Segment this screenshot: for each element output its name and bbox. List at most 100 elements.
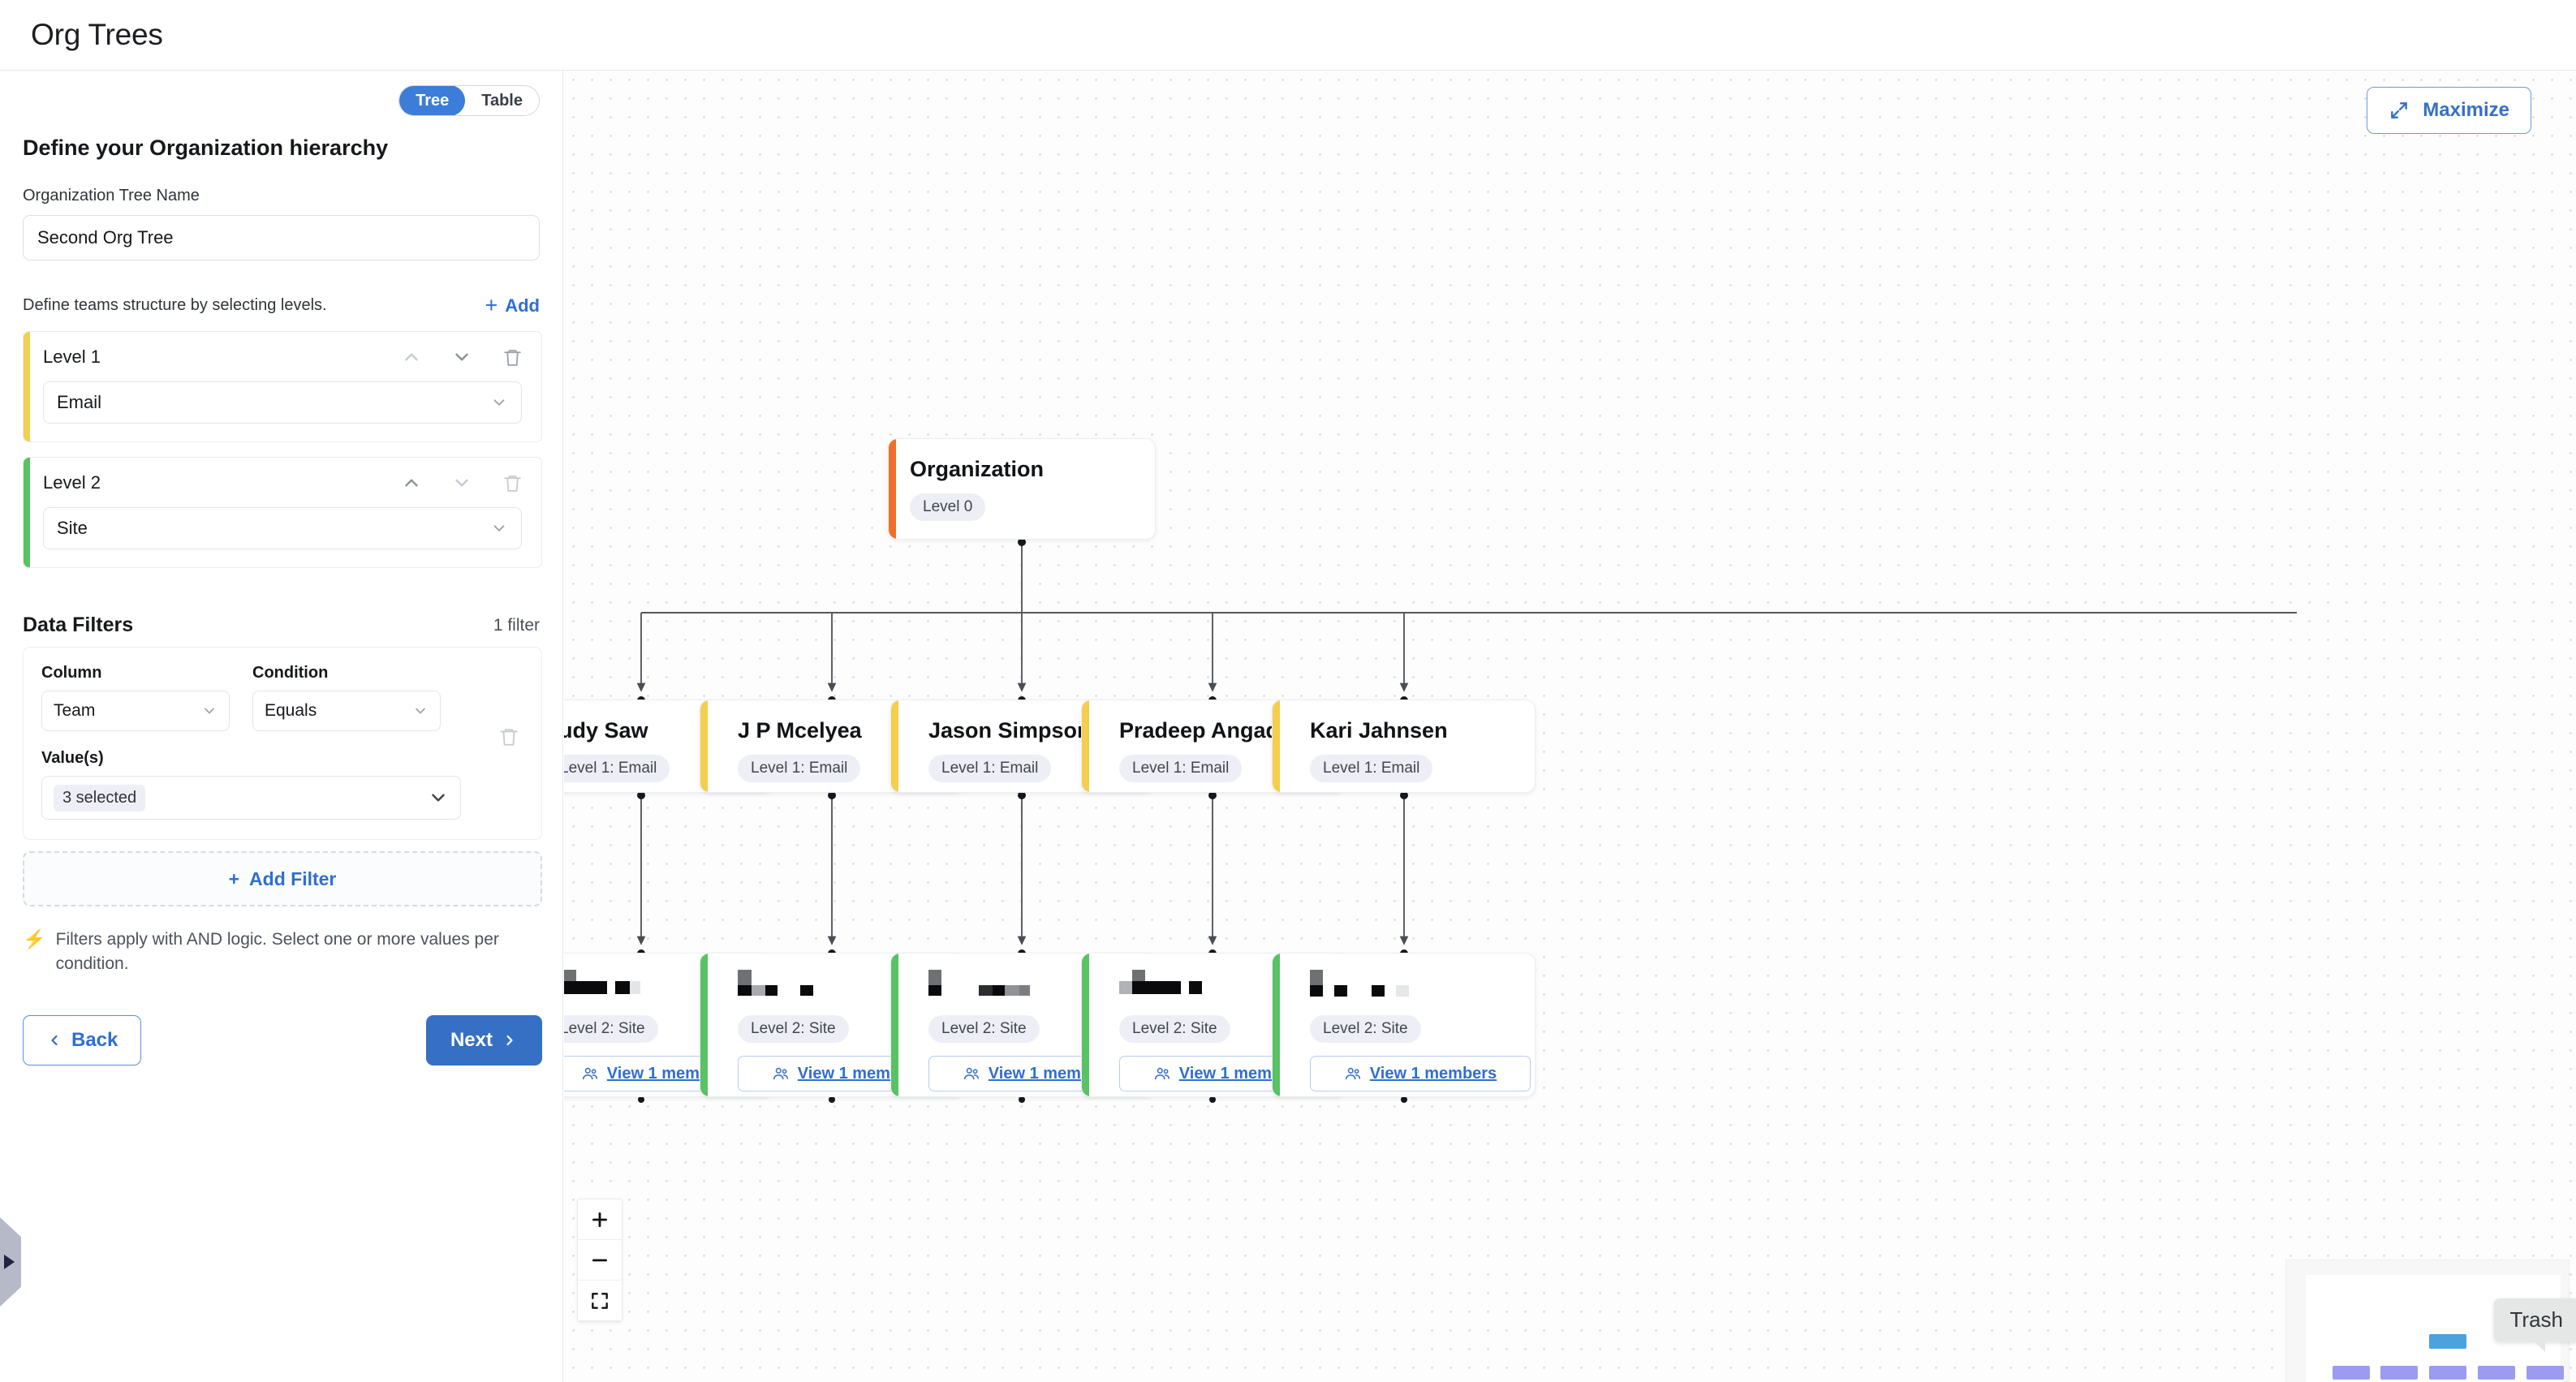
zoom-controls[interactable] — [577, 1199, 622, 1322]
back-button[interactable]: Back — [23, 1014, 142, 1066]
levels-hint: Define teams structure by selecting leve… — [23, 296, 327, 314]
tab-tree[interactable]: Tree — [399, 86, 466, 115]
filter-condition-select[interactable]: Equals — [252, 691, 441, 731]
view-members-button[interactable]: View 1 members — [1310, 1056, 1531, 1091]
chevron-down-icon — [493, 399, 505, 406]
members-icon — [1154, 1067, 1170, 1080]
config-panel: Tree Table Define your Organization hier… — [0, 71, 563, 1382]
next-label: Next — [450, 1028, 493, 1051]
filter-count: 1 filter — [493, 615, 540, 635]
node-title: Judy Saw — [564, 718, 648, 743]
node-level-badge: Level 1: Email — [1119, 755, 1243, 782]
chevron-right-icon — [506, 1035, 513, 1045]
data-filters-title: Data Filters — [23, 614, 134, 636]
org-node-level1[interactable]: Kari Jahnsen Level 1: Email — [1272, 700, 1536, 793]
add-level-button[interactable]: + Add — [485, 295, 540, 316]
level-name: Level 2 — [43, 472, 101, 493]
redaction-block — [1310, 970, 1323, 985]
fit-view-button[interactable] — [578, 1281, 622, 1321]
redaction-block — [765, 985, 778, 996]
node-stripe — [889, 439, 896, 539]
filter-column-value: Team — [54, 701, 96, 720]
tree-name-input[interactable] — [23, 215, 540, 260]
move-level-down-button[interactable] — [450, 346, 473, 368]
filter-condition-label: Condition — [252, 664, 329, 682]
redaction-block — [1019, 985, 1030, 996]
node-level-badge: Level 2: Site — [564, 1015, 658, 1043]
add-filter-button[interactable]: + Add Filter — [23, 851, 542, 906]
node-level-badge: Level 0 — [910, 493, 986, 521]
trash-tooltip: Trash — [2493, 1298, 2576, 1352]
filter-values-select[interactable]: 3 selected — [41, 776, 461, 820]
minimap-node-level1 — [2429, 1366, 2466, 1380]
node-level-badge: Level 1: Email — [564, 755, 670, 782]
redacted-node-title — [1310, 970, 1472, 1004]
move-level-up-button[interactable] — [400, 346, 423, 368]
level-field-value: Email — [57, 392, 102, 412]
node-level-badge: Level 2: Site — [1310, 1015, 1421, 1043]
zoom-in-button[interactable] — [578, 1199, 622, 1240]
filter-row: Column Team Condition Equals — [23, 647, 542, 840]
plus-icon: + — [485, 293, 498, 317]
plus-icon — [592, 1212, 607, 1227]
redaction-block — [630, 981, 640, 994]
lightning-icon: ⚡ — [23, 928, 46, 949]
filters-hint-text: Filters apply with AND logic. Select one… — [55, 930, 499, 973]
redaction-block — [1189, 981, 1202, 994]
minus-icon — [592, 1259, 607, 1261]
redaction-block — [1132, 981, 1181, 994]
redaction-block — [752, 985, 765, 996]
org-node-level2[interactable]: Level 2: Site View 1 members — [1272, 953, 1536, 1097]
redaction-block — [564, 981, 607, 994]
redaction-block — [928, 970, 941, 985]
view-toggle[interactable]: Tree Table — [398, 85, 540, 116]
node-title: Jason Simpson — [928, 718, 1091, 743]
level-field-select[interactable]: Site — [43, 507, 522, 549]
maximize-button[interactable]: Maximize — [2367, 87, 2531, 134]
node-stripe — [700, 954, 708, 1096]
redaction-block — [1396, 985, 1409, 997]
tree-name-label: Organization Tree Name — [23, 187, 200, 205]
node-title: Kari Jahnsen — [1310, 718, 1448, 743]
org-node-root[interactable]: Organization Level 0 — [888, 438, 1156, 540]
add-filter-label: Add Filter — [249, 868, 337, 889]
redaction-block — [928, 985, 941, 996]
filter-values-label: Value(s) — [41, 749, 104, 767]
node-level-badge: Level 2: Site — [738, 1015, 849, 1043]
level-field-select[interactable]: Email — [43, 381, 522, 424]
redaction-block — [1119, 981, 1132, 994]
delete-level-button[interactable] — [501, 471, 523, 494]
delete-filter-button[interactable] — [498, 725, 520, 748]
minimap[interactable] — [2285, 1259, 2570, 1382]
maximize-icon — [2391, 102, 2408, 118]
level-stripe — [24, 332, 30, 441]
org-chart-canvas[interactable]: Maximize — [564, 71, 2576, 1382]
fit-view-icon — [592, 1292, 608, 1309]
members-icon — [773, 1067, 788, 1080]
minimap-node-level1 — [2526, 1366, 2564, 1380]
data-filters-header: Data Filters 1 filter — [23, 614, 540, 637]
next-button[interactable]: Next — [425, 1014, 542, 1066]
level-card: Level 1 Email — [23, 331, 542, 442]
filter-condition-value: Equals — [265, 701, 317, 720]
redaction-block — [1334, 985, 1347, 997]
redacted-node-title — [1119, 970, 1282, 1004]
wizard-nav: Back Next — [23, 1014, 542, 1066]
filter-column-select[interactable]: Team — [41, 691, 230, 731]
tab-table[interactable]: Table — [465, 86, 539, 115]
chevron-down-icon — [493, 525, 505, 532]
add-level-label: Add — [505, 295, 540, 316]
redaction-block — [979, 985, 993, 996]
minimap-node-level1 — [2380, 1366, 2418, 1380]
delete-level-button[interactable] — [501, 346, 523, 368]
redacted-node-title — [564, 970, 709, 1004]
move-level-down-button[interactable] — [450, 471, 473, 494]
level-card: Level 2 Site — [23, 457, 542, 568]
zoom-out-button[interactable] — [578, 1240, 622, 1281]
redaction-block — [1310, 985, 1323, 997]
chevron-down-icon — [432, 794, 445, 802]
node-stripe — [700, 700, 708, 792]
move-level-up-button[interactable] — [400, 471, 423, 494]
node-level-badge: Level 2: Site — [928, 1015, 1040, 1043]
